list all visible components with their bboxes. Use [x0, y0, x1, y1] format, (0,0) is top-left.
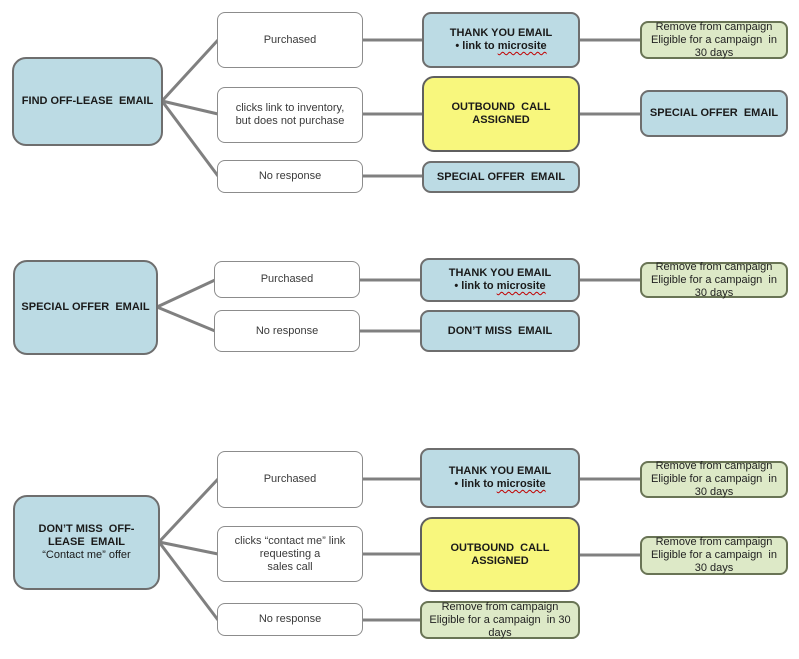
node-label: Remove from campaign — [655, 260, 773, 273]
node-s1-thank-you-email: THANK YOU EMAIL • link to microsite — [422, 12, 580, 68]
connector — [158, 540, 219, 556]
node-s1-remove-from-campaign: Remove from campaign Eligible for a camp… — [640, 21, 788, 59]
connector — [157, 541, 220, 621]
node-bullet: • link to microsite — [454, 478, 546, 490]
node-label: Purchased — [263, 473, 317, 485]
node-label: clicks “contact me” link requesting a — [234, 534, 349, 560]
node-label: sales call — [267, 560, 313, 573]
node-s2-dont-miss-email: DON’T MISS EMAIL — [420, 310, 580, 352]
node-label: Remove from campaign — [441, 600, 559, 613]
misspelled-word: microsite — [497, 40, 547, 52]
node-s1-outbound-call-assigned: OUTBOUND CALL ASSIGNED — [422, 76, 580, 152]
misspelled-word: microsite — [496, 478, 546, 490]
node-label: clicks link to inventory, — [235, 102, 345, 114]
node-s1-no-response: No response — [217, 160, 363, 193]
node-label: Purchased — [263, 33, 317, 46]
node-bullet: • link to microsite — [455, 40, 547, 52]
connector — [160, 38, 220, 103]
node-label: OUTBOUND CALL ASSIGNED — [450, 541, 553, 567]
node-label: FIND OFF-LEASE EMAIL — [21, 95, 154, 107]
node-s3-remove-from-campaign-noresponse: Remove from campaign Eligible for a camp… — [420, 601, 580, 639]
node-s3-clicks-contact-me: clicks “contact me” link requesting a sa… — [217, 526, 363, 582]
node-label: DON’T MISS EMAIL — [447, 324, 553, 337]
node-s2-thank-you-email: THANK YOU EMAIL • link to microsite — [420, 258, 580, 302]
node-label: No response — [258, 613, 322, 625]
node-label: Remove from campaign — [655, 536, 773, 548]
node-label: but does not purchase — [235, 115, 345, 127]
connector — [156, 305, 216, 333]
node-label: Purchased — [260, 273, 314, 285]
node-label: Eligible for a campaign in 30 days — [651, 549, 781, 574]
node-label: OUTBOUND CALL ASSIGNED — [451, 101, 554, 126]
node-label: Remove from campaign — [655, 20, 773, 33]
node-bullet: • link to microsite — [454, 280, 546, 292]
node-s1-special-offer-email-mid: SPECIAL OFFER EMAIL — [422, 161, 580, 193]
misspelled-word: microsite — [496, 280, 546, 292]
node-s1-purchased: Purchased — [217, 12, 363, 68]
node-find-off-lease-email: FIND OFF-LEASE EMAIL — [12, 57, 163, 146]
node-s3-remove-from-campaign-2: Remove from campaign Eligible for a camp… — [640, 536, 788, 575]
node-label: Eligible for a campaign in 30 days — [651, 473, 781, 498]
node-subtitle: “Contact me” offer — [42, 549, 131, 561]
node-label: No response — [255, 324, 319, 337]
connector — [157, 477, 220, 544]
node-label: Eligible for a campaign in 30 days — [651, 33, 781, 59]
node-s1-special-offer-email-right: SPECIAL OFFER EMAIL — [640, 90, 788, 137]
node-label: Remove from campaign — [655, 460, 773, 472]
node-s3-outbound-call-assigned: OUTBOUND CALL ASSIGNED — [420, 517, 580, 592]
node-s3-purchased: Purchased — [217, 451, 363, 508]
node-title: THANK YOU EMAIL — [448, 267, 552, 279]
node-title: THANK YOU EMAIL — [448, 465, 552, 477]
node-label: SPECIAL OFFER EMAIL — [649, 107, 779, 119]
node-s3-remove-from-campaign-1: Remove from campaign Eligible for a camp… — [640, 460, 788, 498]
node-s3-no-response: No response — [217, 603, 363, 636]
node-title: THANK YOU EMAIL — [449, 27, 553, 39]
node-s3-thank-you-email: THANK YOU EMAIL • link to microsite — [420, 448, 580, 508]
node-s1-clicks-link-inventory: clicks link to inventory, but does not p… — [217, 87, 363, 143]
node-label: SPECIAL OFFER EMAIL — [21, 301, 150, 313]
node-label: Eligible for a campaign in 30 days — [651, 273, 781, 299]
node-label: SPECIAL OFFER EMAIL — [436, 170, 566, 183]
node-s2-purchased: Purchased — [214, 261, 360, 298]
node-label: Eligible for a campaign in 30 days — [429, 613, 574, 639]
connector — [156, 278, 216, 309]
node-s2-no-response: No response — [214, 310, 360, 352]
connector — [161, 99, 219, 116]
node-special-offer-email-root: SPECIAL OFFER EMAIL — [13, 260, 158, 355]
node-title: DON’T MISS OFF-LEASE EMAIL — [38, 523, 135, 548]
connector — [160, 100, 220, 177]
node-s2-remove-from-campaign: Remove from campaign Eligible for a camp… — [640, 260, 788, 299]
node-label: No response — [258, 170, 322, 182]
node-dont-miss-off-lease-email-root: DON’T MISS OFF-LEASE EMAIL “Contact me” … — [13, 495, 160, 590]
